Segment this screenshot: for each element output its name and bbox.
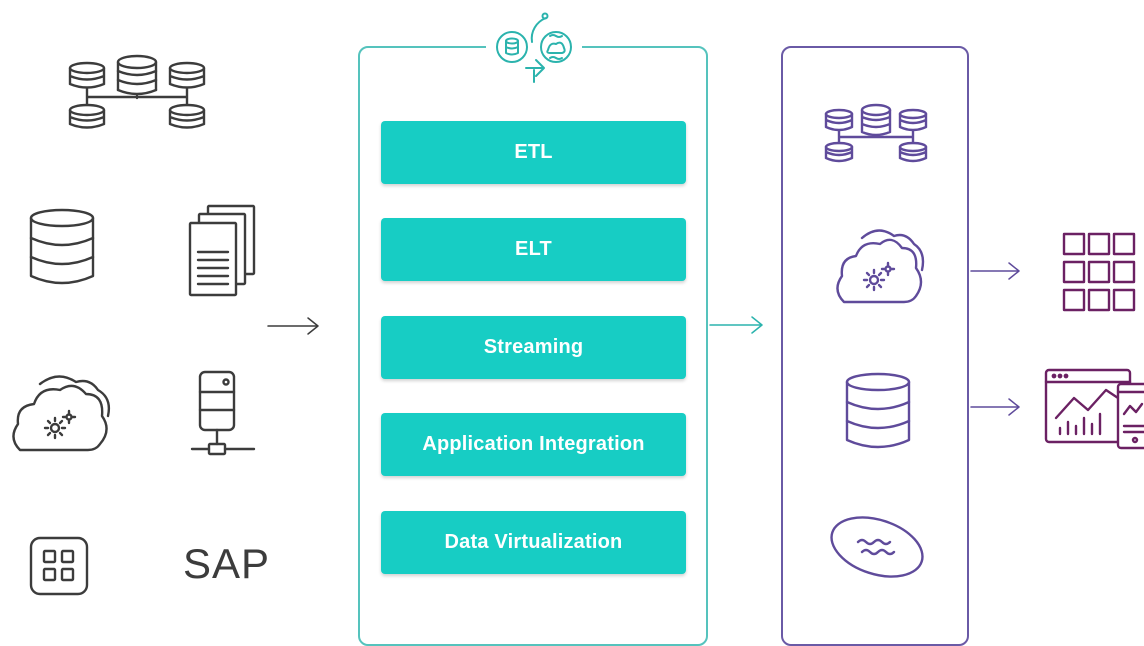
arrow-right-icon [970, 262, 1020, 280]
arrow-right-icon [970, 398, 1020, 416]
server-icon [190, 370, 256, 456]
arrow-right-icon [709, 316, 763, 334]
database-icon [29, 208, 95, 285]
streaming-label: Streaming [483, 336, 584, 358]
elt-button[interactable]: ELT [381, 218, 686, 281]
elt-label: ELT [515, 238, 552, 260]
analytics-dashboard-icon [1044, 368, 1144, 450]
data-virtualization-button[interactable]: Data Virtualization [381, 511, 686, 574]
database-icon [845, 372, 911, 449]
data-lake-icon [830, 516, 924, 578]
cloud-gear-icon [12, 375, 111, 452]
data-virtualization-label: Data Virtualization [444, 531, 623, 553]
cloud-gear-icon [836, 229, 925, 304]
etl-button[interactable]: ETL [381, 121, 686, 184]
streaming-button[interactable]: Streaming [381, 316, 686, 379]
arrow-right-icon [267, 317, 319, 335]
application-integration-button[interactable]: Application Integration [381, 413, 686, 476]
documents-icon [188, 204, 256, 297]
grid-table-icon [1062, 232, 1136, 312]
distributed-database-icon [824, 103, 928, 163]
etl-label: ETL [514, 141, 553, 163]
data-integration-badge-icon [486, 12, 582, 83]
app-grid-icon [29, 536, 89, 596]
application-integration-label: Application Integration [422, 433, 645, 455]
distributed-database-icon [68, 54, 206, 129]
sap-logo: SAP [183, 540, 271, 587]
